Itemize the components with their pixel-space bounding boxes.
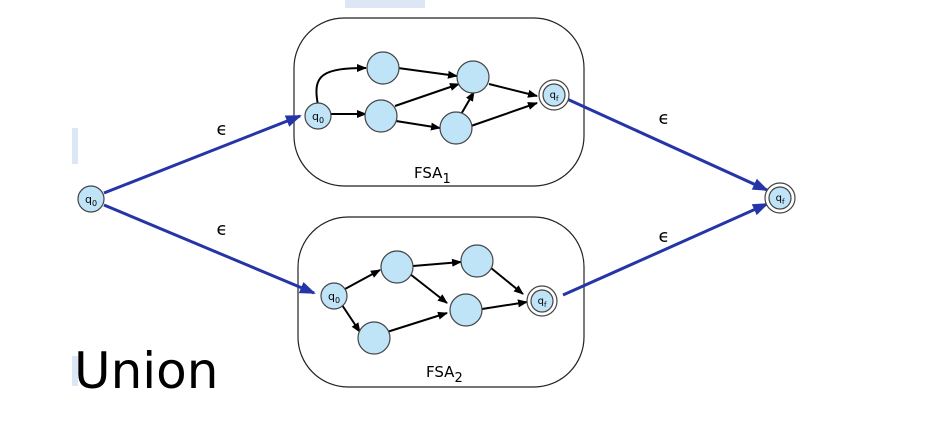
fsa2-start-label: q0 <box>328 290 340 305</box>
epsilon-label-start-fsa2: ϵ <box>216 219 227 240</box>
fsa1-start-label: q0 <box>312 110 324 125</box>
fsa1-final-state <box>542 83 566 107</box>
fsa2-label: FSA2 <box>426 363 463 386</box>
background-decoration <box>72 0 425 386</box>
fsa1-final-label: qf <box>550 90 559 103</box>
fsa2-state-top-right <box>460 244 494 278</box>
epsilon-edge-fsa1-to-final <box>566 97 769 192</box>
fsa1-state-right <box>456 60 490 94</box>
fsa2-state-top <box>380 250 414 284</box>
fsa1-start-state <box>304 102 332 130</box>
fsa2-final-label: qf <box>538 296 547 309</box>
epsilon-transitions <box>103 97 769 297</box>
fsa1-box <box>293 17 585 187</box>
final-state <box>768 186 792 210</box>
fsa2-start-state <box>320 282 348 310</box>
epsilon-edge-start-to-fsa2 <box>103 203 316 295</box>
epsilon-label-start-fsa1: ϵ <box>216 119 227 140</box>
fsa1-state-mid <box>364 99 398 133</box>
start-state <box>77 185 105 213</box>
fsa2-state-bottom <box>357 321 391 355</box>
epsilon-edge-fsa2-to-final <box>562 202 769 297</box>
slide-title: Union <box>74 342 219 400</box>
fsa2-states <box>320 244 558 355</box>
fsa1-label: FSA1 <box>414 164 451 187</box>
fsa1-state-top <box>366 51 400 85</box>
epsilon-label-fsa2-final: ϵ <box>658 226 669 247</box>
start-state-label: q0 <box>85 193 97 208</box>
fsa1-state-bottom <box>439 111 473 145</box>
epsilon-edge-start-to-fsa1 <box>103 114 302 195</box>
fsa1-states <box>304 51 570 145</box>
epsilon-label-fsa1-final: ϵ <box>658 108 669 129</box>
fsa2-edges <box>341 258 528 333</box>
fsa1-edges <box>315 64 538 131</box>
fsa2-state-mid-right <box>449 293 483 327</box>
final-state-label: qf <box>776 193 785 206</box>
fsa2-final-state <box>530 289 554 313</box>
